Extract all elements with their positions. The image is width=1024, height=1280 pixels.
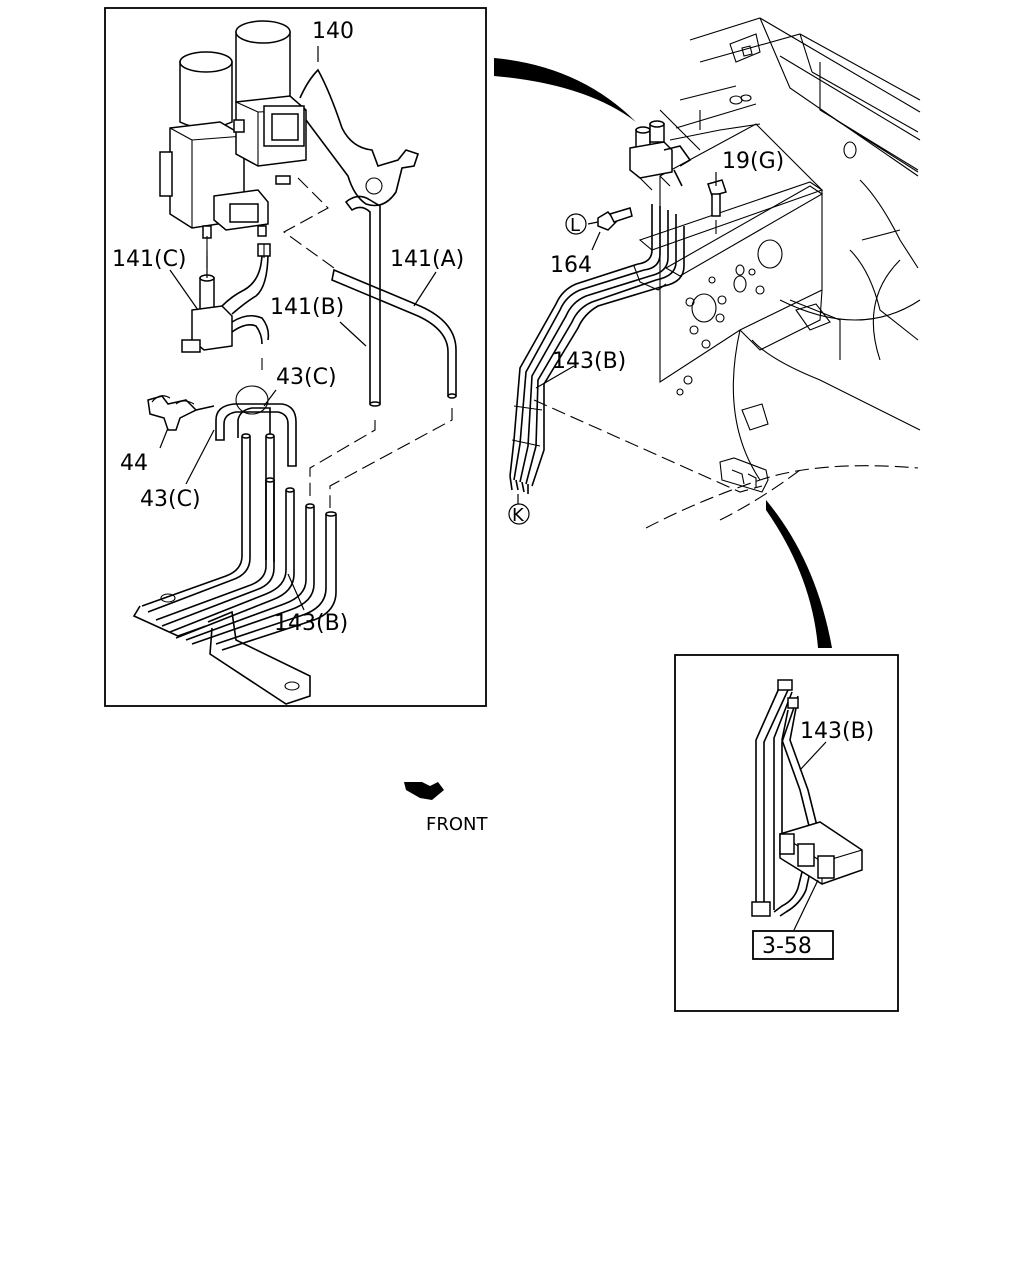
label-140: 140 [312,19,354,44]
hose-141a [331,268,457,399]
vehicle-frame-view: L K 19(G) 164 143(B) [508,17,921,529]
bolt-164 [597,207,633,231]
label-43c-bottom: 43(C) [140,487,201,512]
callout-arrow-bottom [766,500,832,648]
front-indicator: FRONT [404,782,488,835]
label-141c: 141(C) [112,247,187,272]
clamp-44 [147,395,215,431]
front-arrow-icon [404,782,444,800]
label-143b-inset: 143(B) [800,719,874,744]
detail-box-left: 140 141(C) 141(A) 141(B) 43(C) 44 43(C) … [104,7,487,707]
bolt-19g [707,179,727,217]
label-164: 164 [550,253,592,278]
label-43c-top: 43(C) [276,365,337,390]
label-44: 44 [120,451,148,476]
label-19g: 19(G) [722,149,784,174]
solenoid-small [629,120,692,191]
detail-frame [104,7,487,707]
hose-141b [344,195,381,407]
reference-box [752,930,834,960]
front-label: FRONT [426,814,488,835]
callout-arrow-top [494,58,636,122]
label-141b: 141(B) [270,295,344,320]
inset-frame [674,654,899,1012]
detail-box-inset: 3-58 143(B) [674,654,899,1012]
marker-l-circle [565,213,587,235]
solenoid-valve-assembly [159,20,420,239]
pipe-harness-143b [509,204,685,494]
reference-label: 3-58 [762,934,812,959]
label-143b-middle: 143(B) [552,349,626,374]
marker-l: L [570,215,580,236]
marker-k-circle [508,503,530,525]
t-connector-141c [181,243,271,353]
label-143b-left: 143(B) [274,611,348,636]
clip-43c [215,385,297,467]
marker-k: K [512,505,525,526]
pipe-bundle-143b [132,433,337,705]
label-141a: 141(A) [390,247,464,272]
